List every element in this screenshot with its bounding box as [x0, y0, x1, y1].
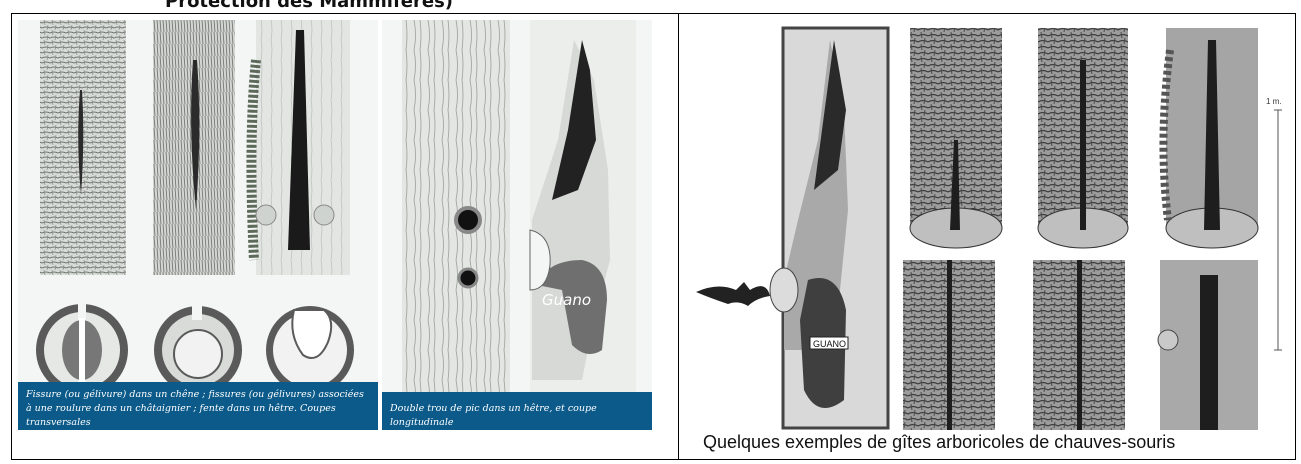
roost-top-3	[1163, 28, 1258, 248]
fissure-illustration	[18, 20, 378, 430]
guano-label-left: Guano	[542, 291, 591, 309]
guano-label-right: GUANO	[813, 339, 846, 349]
roost-bottom-2	[1033, 260, 1125, 430]
cross-section-chestnut	[154, 304, 242, 394]
bat-icon	[696, 282, 770, 306]
woodpecker-illustration: Guano	[382, 20, 652, 430]
woodpecker-hole-upper	[456, 208, 480, 232]
left-figure-woodpecker: Guano Double trou de pic dans un hêtre, …	[382, 20, 652, 430]
roost-bottom-3	[1158, 260, 1258, 430]
caption-fissures: Fissure (ou gélivure) dans un chêne ; fi…	[18, 382, 378, 430]
ivy-beech	[251, 60, 256, 260]
beech-trunk	[402, 20, 510, 400]
caption-woodpecker: Double trou de pic dans un hêtre, et cou…	[382, 392, 652, 430]
right-figure-bat-roosts: GUANO	[688, 20, 1292, 430]
roost-top-1	[910, 28, 1002, 248]
bat-roost-illustration: GUANO	[688, 20, 1292, 430]
roost-bottom-1	[903, 260, 995, 430]
section-heading: Protection des Mammifères)	[165, 0, 453, 12]
right-figure-caption: Quelques exemples de gîtes arboricoles d…	[703, 432, 1175, 453]
cross-section-beech	[266, 306, 354, 394]
roost-top-2	[1038, 28, 1128, 248]
table-divider	[678, 14, 679, 459]
left-figure-fissures: Fissure (ou gélivure) dans un chêne ; fi…	[18, 20, 378, 430]
entrance-hole	[770, 268, 798, 312]
scale-label: 1 m.	[1266, 97, 1282, 106]
woodpecker-hole-lower	[459, 269, 477, 287]
